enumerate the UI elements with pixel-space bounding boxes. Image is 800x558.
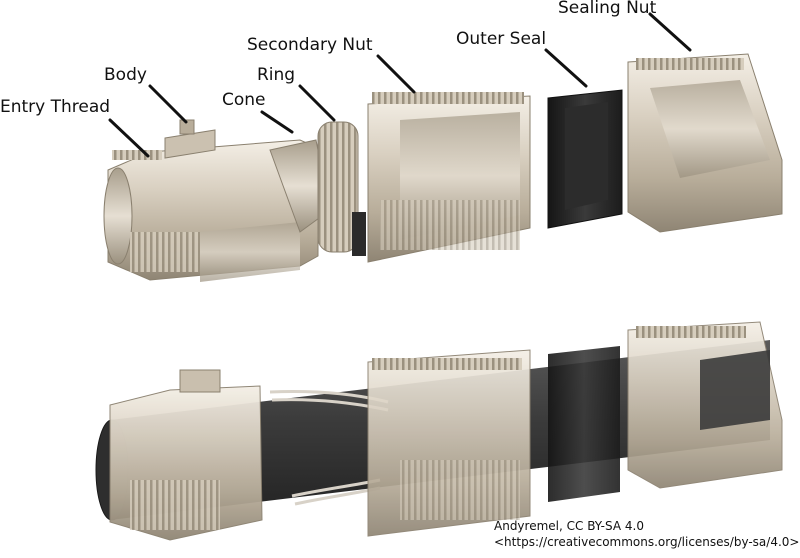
image-credit: Andyremel, CC BY-SA 4.0 <https://creativ…	[494, 518, 799, 550]
label-body: Body	[104, 65, 147, 85]
label-outer-seal: Outer Seal	[456, 29, 547, 49]
label-secondary-nut: Secondary Nut	[247, 35, 373, 55]
assembled-view	[95, 321, 783, 541]
exploded-view	[103, 53, 783, 282]
body-part	[103, 119, 319, 282]
label-ring: Ring	[257, 65, 296, 85]
label-entry-thread: Entry Thread	[0, 97, 111, 117]
outer-seal-leader	[544, 48, 588, 88]
label-cone: Cone	[222, 90, 266, 110]
secondary-nut-part	[367, 92, 531, 263]
outer-seal-part	[547, 89, 623, 229]
leader-lines	[108, 12, 692, 158]
credit-line-1: Andyremel, CC BY-SA 4.0	[494, 519, 644, 533]
ring-part	[317, 121, 366, 256]
entry-thread-leader	[108, 118, 150, 158]
cone-leader	[260, 110, 294, 134]
credit-line-2: <https://creativecommons.org/licenses/by…	[494, 535, 800, 550]
body-leader	[148, 84, 188, 124]
sealing-nut-part	[627, 53, 783, 233]
secondary-nut-leader	[376, 54, 416, 94]
sealing-nut-leader	[648, 12, 692, 52]
label-sealing-nut: Sealing Nut	[558, 0, 657, 18]
ring-leader	[298, 84, 336, 122]
